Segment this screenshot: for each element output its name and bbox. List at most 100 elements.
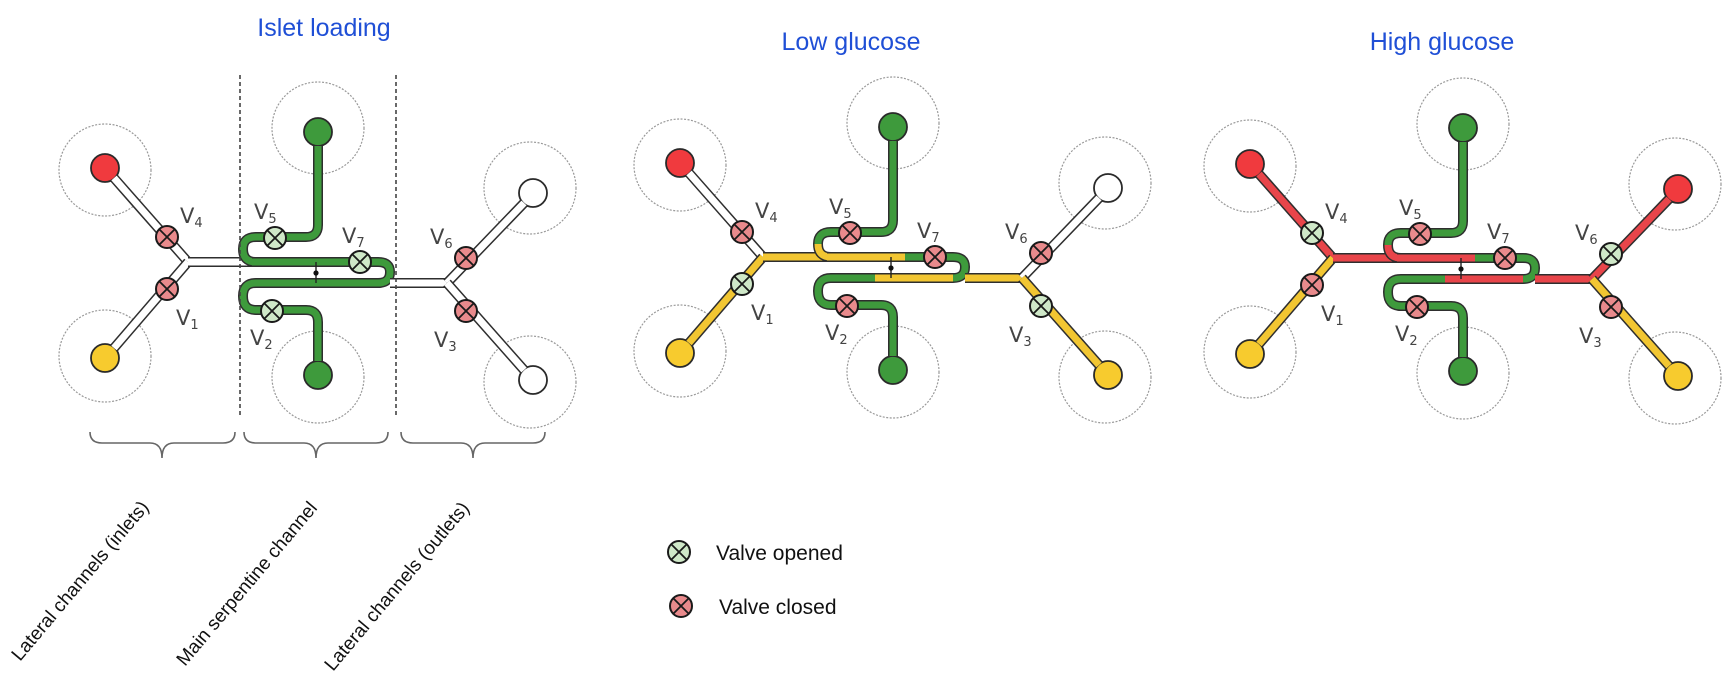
port-ring [1203, 119, 1297, 213]
valve-v5 [263, 226, 287, 250]
port-well [1093, 360, 1123, 390]
valve-label-letter: V [1005, 220, 1020, 244]
valve-cross [457, 302, 475, 320]
port-ring [1416, 77, 1510, 171]
port-ring [483, 141, 577, 235]
valve-label-subscript: 6 [1019, 232, 1027, 247]
inlet-red-arm [1255, 170, 1337, 262]
outlet-bottom-arm [443, 279, 528, 374]
region-label-outlets: Lateral channels (outlets) [321, 498, 474, 675]
outlet-top-port [1058, 136, 1152, 230]
valve-label-subscript: 4 [1339, 212, 1347, 227]
port-ring [1416, 326, 1510, 420]
valve-label-letter: V [829, 195, 844, 219]
valve-v2 [1405, 295, 1429, 319]
valve-label-subscript: 5 [843, 207, 851, 222]
serpentine-upper-bend [813, 227, 881, 245]
inlet-yellow-port [1203, 305, 1297, 399]
port-ring [1058, 136, 1152, 230]
valve-cross [670, 543, 688, 561]
valve-cross [733, 275, 751, 293]
serpentine-top-arm [880, 141, 898, 237]
outlet-bottom-port [483, 335, 577, 429]
valve-v6 [454, 246, 478, 270]
channel-fill [111, 175, 191, 265]
valve-label-letter: V [176, 306, 191, 330]
valve-v1 [155, 277, 179, 301]
port-ring [846, 325, 940, 419]
valve-label-subscript: 2 [264, 338, 272, 353]
channel-fill [444, 280, 527, 373]
channel-fill [686, 254, 766, 346]
valve-label-v3: V3 [1009, 323, 1032, 350]
valve-label-letter: V [254, 200, 269, 224]
serpentine-upper-bend [238, 232, 306, 250]
legend-open-label: Valve opened [716, 542, 843, 565]
inlet-yellow-arm [1255, 254, 1337, 348]
valve-label-subscript: 5 [268, 212, 276, 227]
valve-label-v5: V5 [254, 200, 277, 227]
port-well [665, 148, 695, 178]
panel-title: High glucose [1370, 28, 1515, 56]
port-well [90, 343, 120, 373]
valve-v3 [454, 299, 478, 323]
valve-v4 [730, 220, 754, 244]
port-ring [1628, 331, 1722, 425]
legend: Valve opened Valve closed [667, 540, 843, 619]
port-well [90, 153, 120, 183]
port-well [878, 355, 908, 385]
panel-title: Islet loading [257, 14, 390, 42]
valve-v7 [1493, 246, 1517, 270]
inlet-yellow-arm [110, 258, 192, 352]
port-well [1235, 339, 1265, 369]
valve-label-letter: V [250, 326, 265, 350]
valve-label-letter: V [180, 204, 195, 228]
port-ring [271, 81, 365, 175]
valve-label-letter: V [434, 328, 449, 352]
valve-label-letter: V [1399, 196, 1414, 220]
valve-cross [926, 248, 944, 266]
channel-fill [1019, 195, 1102, 281]
port-ring [58, 309, 152, 403]
islet-bottom-port [271, 330, 365, 424]
channel-fill [1384, 229, 1451, 246]
valve-label-letter: V [1579, 324, 1594, 348]
valve-label-letter: V [1321, 302, 1336, 326]
valve-label-letter: V [1009, 323, 1024, 347]
valve-label-letter: V [1395, 322, 1410, 346]
valve-label-v6: V6 [1005, 220, 1028, 247]
channel-fill [111, 259, 191, 351]
port-ring [1058, 330, 1152, 424]
brace-serpentine [243, 431, 389, 459]
serpentine-right-turn [1522, 253, 1540, 284]
channel-fill [1450, 142, 1467, 237]
valve-v1 [730, 272, 754, 296]
valve-label-letter: V [917, 219, 932, 243]
channel-fill [1019, 275, 1102, 368]
valve-label-letter: V [1575, 221, 1590, 245]
center-dot [313, 270, 319, 276]
channel-fill [377, 258, 394, 287]
valve-label-subscript: 2 [1409, 334, 1417, 349]
valve-label-subscript: 5 [1413, 208, 1421, 223]
valve-label-subscript: 4 [194, 216, 202, 231]
panel-title: Low glucose [782, 28, 921, 56]
channel-fill [686, 170, 766, 260]
serpentine-top-arm [1450, 142, 1468, 238]
outlet-bottom-port [1058, 330, 1152, 424]
valve-label-v6: V6 [430, 225, 453, 252]
serpentine-top-arm [305, 146, 323, 242]
valve-cross [1411, 225, 1429, 243]
port-well [1663, 361, 1693, 391]
inlet-yellow-port [633, 304, 727, 398]
port-ring [483, 335, 577, 429]
valve-label-letter: V [1487, 220, 1502, 244]
channel-fill [1384, 275, 1467, 357]
valve-cross [733, 223, 751, 241]
serpentine-right-turn [952, 252, 970, 283]
port-ring [1628, 137, 1722, 231]
